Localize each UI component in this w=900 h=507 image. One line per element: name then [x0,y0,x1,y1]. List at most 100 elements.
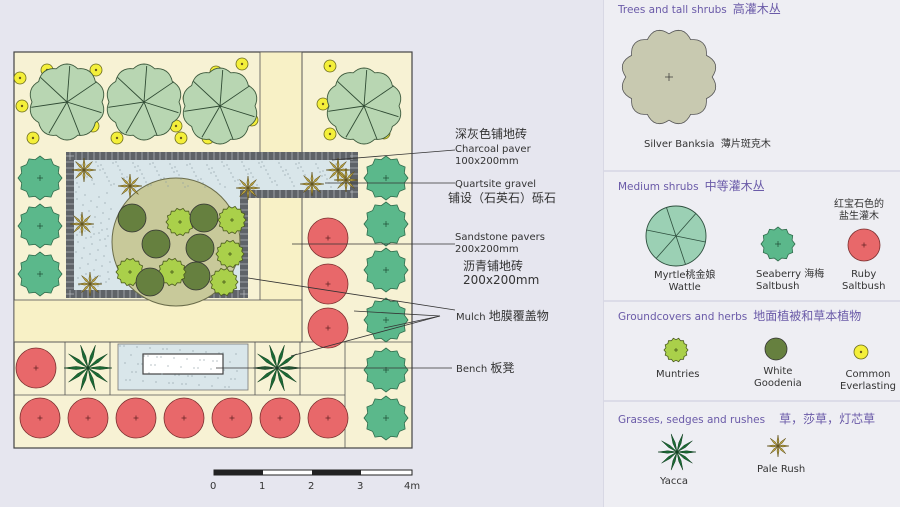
ruby-saltbush-symbol [307,307,349,349]
ruby-saltbush-symbol [67,397,109,439]
everlasting-2: Everlasting [840,381,897,392]
legend-divider [604,400,900,402]
scale-label-3: 3 [357,481,364,492]
medium-title-zh: 中等灌木丛 [704,179,765,193]
trees-title-zh: 高灌木丛 [732,2,781,16]
legend-divider [604,170,900,172]
myrtle-wattle-symbol [645,205,707,267]
muntries-symbol [165,207,195,237]
ruby-saltbush-symbol [259,397,301,439]
pale-rush-symbol [299,171,325,197]
yacca-symbol [252,345,302,391]
common-everlasting-symbol [13,71,27,85]
seaberry-en: Seaberry [756,269,802,280]
label-bench: Bench 板凳 [456,362,514,376]
plant-legend: Trees and tall shrubs 高灌木丛 Silver Banksia… [603,0,900,507]
label-mulch-en: Mulch 地膜覆盖物 [456,310,549,324]
ruby-saltbush-symbol [211,397,253,439]
seaberry-saltbush-symbol [363,201,409,247]
label-charcoal-en: Charcoal paver [455,144,531,155]
grasses-title-zh: 草，莎草，灯芯草 [779,412,876,426]
ground-title-zh: 地面植被和草本植物 [753,309,862,323]
scale-label-2: 2 [308,481,315,492]
legend-heading-ground: Groundcovers and herbs 地面植被和草本植物 [618,307,861,324]
common-everlasting-symbol [26,131,40,145]
yacca-symbol [63,345,113,391]
muntries-symbol [217,205,247,235]
garden-plan [13,51,456,476]
ruby-saltbush-symbol [19,397,61,439]
myrtle-wattle-symbol [326,67,402,145]
common-everlasting-symbol [15,99,29,113]
muntries-symbol [215,239,245,269]
ruby-zh-label: 红宝石色的盐生灌木 [834,199,884,223]
ruby-saltbush-symbol [307,397,349,439]
ruby-saltbush-en: Saltbush [842,281,886,292]
common-everlasting-symbol [89,63,103,77]
seaberry-zh: 海梅 [804,269,825,280]
mulch-zh: 地膜覆盖物 [488,309,549,323]
white-goodenia-symbol [189,203,219,233]
seaberry-saltbush-symbol [17,251,63,297]
label-sandstone-zh: 沥青铺地砖 [463,259,524,273]
common-everlasting-symbol [323,127,337,141]
scale-bar [213,469,413,476]
pale-rush-label: Pale Rush [757,464,806,475]
myrtle-wattle-symbol [29,63,105,141]
muntries-label: Muntries [656,369,700,380]
ground-title-en: Groundcovers and herbs [618,311,748,323]
legend-heading-medium: Medium shrubs 中等灌木丛 [618,177,765,194]
yacca-symbol [657,433,697,471]
silver-banksia-zh: 薄片斑克木 [720,139,771,150]
white-goodenia-symbol [185,233,215,263]
planting [13,57,409,441]
ruby-saltbush-symbol [847,228,881,262]
scale-label-0: 0 [210,481,217,492]
label-charcoal-zh: 深灰色铺地砖 [455,127,528,141]
pale-rush-symbol [71,157,97,183]
ruby-zh-2: 盐生灌木 [839,211,879,222]
ruby-saltbush-symbol [15,347,57,389]
seaberry-saltbush-symbol [17,155,63,201]
seaberry-saltbush-label: Seaberry 海梅 Saltbush [756,269,824,293]
pale-rush-symbol [69,211,95,237]
sandstone-path-horizontal [13,299,303,343]
white-goodenia-symbol [117,203,147,233]
silver-banksia-label: Silver Banksia 薄片斑克木 [644,139,771,151]
grasses-title-en: Grasses, sedges and rushes [618,414,766,426]
ruby-saltbush-symbol [307,217,349,259]
silver-banksia-en: Silver Banksia [644,139,715,150]
common-everlasting-symbol [174,131,188,145]
mulch-en: Mulch [456,312,486,323]
myrtle-zh: 桃金娘 [685,270,716,281]
common-everlasting-symbol [853,344,869,360]
myrtle-en: Myrtle [654,270,686,281]
seaberry-saltbush-symbol [760,226,796,262]
common-everlasting-symbol [235,57,249,71]
common-everlasting-symbol [316,97,330,111]
medium-title-en: Medium shrubs [618,181,699,193]
leader-lines [216,149,456,369]
label-gravel-zh: 铺设（石英石）砾石 [448,191,557,205]
seaberry-saltbush-symbol [363,395,409,441]
bench-zh: 板凳 [490,361,515,375]
ruby-saltbush-symbol [307,263,349,305]
white-goodenia-symbol [764,337,788,361]
seaberry-saltbush-symbol [363,247,409,293]
saltbush-en: Saltbush [756,281,800,292]
everlasting-1: Common [845,369,891,380]
scale-label-4m: 4m [404,481,421,492]
ruby-saltbush-symbol [115,397,157,439]
trees-title-en: Trees and tall shrubs [618,4,727,16]
ruby-en: Ruby [851,269,877,280]
pale-rush-symbol [117,173,143,199]
label-charcoal-size: 100x200mm [455,156,519,167]
myrtle-wattle-symbol [182,67,258,145]
label-sandstone-size: 200x200mm [455,244,519,255]
goodenia-1: White [763,366,793,377]
seaberry-saltbush-symbol [363,155,409,201]
legend-divider [604,300,900,302]
